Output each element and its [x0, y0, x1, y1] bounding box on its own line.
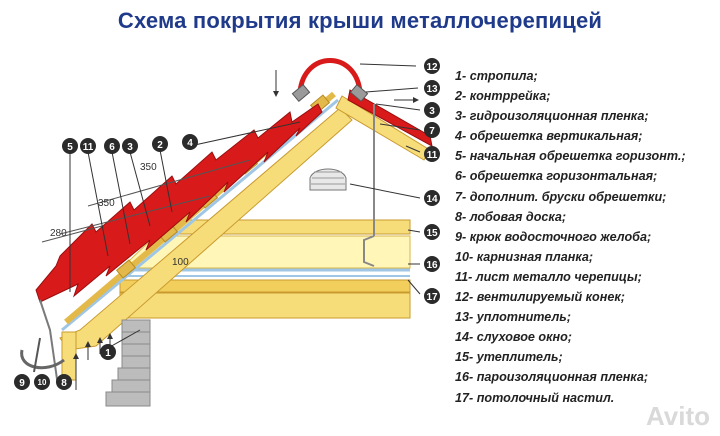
svg-text:3: 3 — [429, 106, 435, 117]
svg-text:14: 14 — [426, 194, 438, 205]
legend-item-17: 17- потолочный настил. — [455, 390, 615, 405]
legend-item-1: 1- стропила; — [455, 69, 538, 83]
svg-text:2: 2 — [157, 140, 163, 151]
callout-15: 15 — [424, 224, 440, 240]
svg-text:6: 6 — [109, 142, 115, 153]
svg-text:13: 13 — [426, 84, 438, 95]
fascia-board — [61, 331, 77, 381]
svg-text:11: 11 — [83, 142, 94, 153]
callout-14: 14 — [424, 190, 440, 206]
leader-lines — [69, 63, 421, 349]
legend-item-12: 12- вентилируемый конек; — [455, 290, 625, 305]
legend-item-5: 5- начальная обрешетка горизонт.; — [455, 149, 686, 164]
callout-3-right: 3 — [424, 102, 440, 118]
diagram-title: Схема покрытия крыши металлочерепицей — [117, 8, 603, 33]
ceiling-joist — [119, 292, 411, 319]
upper-ceiling-board — [148, 219, 411, 235]
legend-item-6: 6- обрешетка горизонтальная; — [455, 169, 658, 184]
right-rafter — [335, 95, 431, 161]
svg-text:11: 11 — [427, 150, 438, 161]
callout-7: 7 — [424, 122, 440, 138]
callout-11-left: 11 — [80, 138, 96, 154]
legend-list: 1- стропила; 2- контррейка; 3- гидроизол… — [455, 66, 686, 408]
callout-9: 9 — [14, 374, 30, 390]
dim-100: 100 — [172, 257, 189, 268]
callout-3-left: 3 — [122, 138, 138, 154]
avito-watermark: Avito — [645, 401, 710, 431]
callout-13: 13 — [424, 80, 440, 96]
svg-text:17: 17 — [426, 292, 438, 303]
legend-item-7: 7- дополнит. бруски обрешетки; — [455, 189, 667, 204]
legend-item-4: 4- обрешетка вертикальная; — [455, 129, 643, 144]
callout-1: 1 — [100, 344, 116, 360]
legend-item-16: 16- пароизоляционная пленка; — [455, 370, 649, 385]
dim-280: 280 — [50, 228, 67, 239]
callout-10: 10 — [34, 374, 50, 390]
eaves-plank — [39, 299, 59, 387]
legend-item-10: 10- карнизная планка; — [455, 249, 594, 264]
svg-text:10: 10 — [38, 378, 47, 387]
ridge-seal-right — [349, 83, 369, 103]
svg-text:7: 7 — [429, 126, 435, 137]
dim-350-upper: 350 — [140, 162, 157, 173]
gutter — [20, 349, 65, 370]
airflow-arrows — [73, 70, 419, 390]
ventilated-ridge — [297, 58, 363, 93]
svg-text:4: 4 — [187, 138, 193, 149]
legend-item-3: 3- гидроизоляционная пленка; — [455, 109, 649, 124]
gutter-hook — [33, 337, 41, 373]
callout-17: 17 — [424, 288, 440, 304]
dormer-window — [309, 168, 347, 191]
dim-350-lower: 350 — [98, 198, 115, 209]
ridge-seal-left — [291, 83, 311, 103]
svg-text:9: 9 — [19, 378, 25, 389]
callout-4: 4 — [182, 134, 198, 150]
ceiling-deck — [119, 279, 411, 293]
svg-text:8: 8 — [61, 378, 67, 389]
legend-item-2: 2- контррейка; — [455, 89, 551, 104]
callout-8: 8 — [56, 374, 72, 390]
svg-text:16: 16 — [426, 260, 438, 271]
legend-item-14: 14- слуховое окно; — [455, 330, 572, 345]
vent-pipe-bend — [363, 235, 375, 267]
svg-text:3: 3 — [127, 142, 133, 153]
legend-item-11: 11- лист металло черепицы; — [455, 269, 642, 284]
callout-2: 2 — [152, 136, 168, 152]
callout-12: 12 — [424, 58, 440, 74]
svg-text:15: 15 — [426, 228, 438, 239]
legend-item-9: 9- крюк водосточного желоба; — [455, 229, 652, 244]
svg-text:1: 1 — [105, 348, 111, 359]
callout-6: 6 — [104, 138, 120, 154]
legend-item-15: 15- утеплитель; — [455, 350, 563, 365]
svg-text:5: 5 — [67, 142, 73, 153]
callout-16: 16 — [424, 256, 440, 272]
legend-item-8: 8- лобовая доска; — [455, 209, 567, 224]
brick-wall — [105, 319, 151, 407]
svg-text:12: 12 — [426, 62, 438, 73]
callout-5: 5 — [62, 138, 78, 154]
waterproof-film — [61, 98, 339, 332]
dimension-lines: 350 350 280 100 — [41, 159, 251, 268]
callout-11-right: 11 — [424, 146, 440, 162]
legend-item-13: 13- уплотнитель; — [455, 310, 571, 325]
